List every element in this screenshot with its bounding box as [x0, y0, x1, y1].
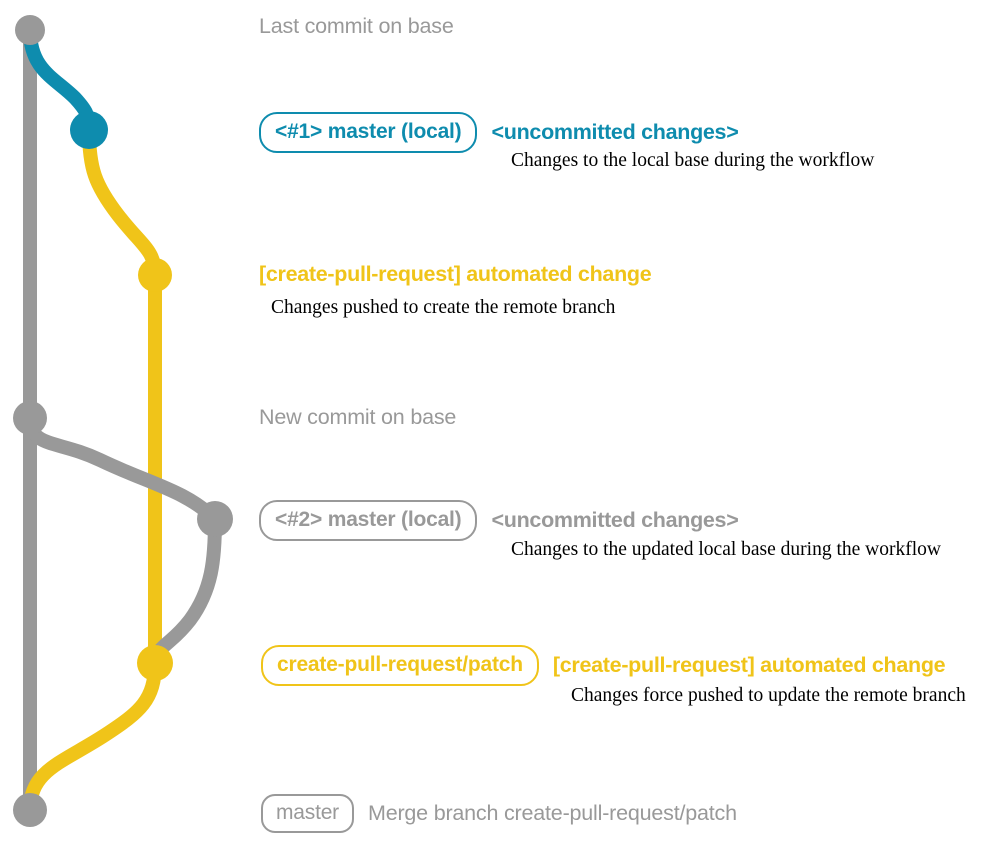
commit-subject: <uncommitted changes>: [491, 508, 739, 532]
branch-badge-local-master-2[interactable]: <#2> master (local): [259, 500, 478, 541]
commit-subject: Merge branch create-pull-request/patch: [367, 801, 737, 825]
commit-row-new-commit-on-base: New commit on base: [259, 405, 457, 429]
commit-row-merge-commit: master Merge branch create-pull-request/…: [261, 794, 737, 833]
commit-row-automated-change-update: create-pull-request/patch [create-pull-r…: [261, 645, 946, 686]
commit-subject: [create-pull-request] automated change: [552, 653, 946, 677]
commit-row-local-master-2: <#2> master (local) <uncommitted changes…: [259, 500, 739, 541]
branch-badge-create-pull-request-patch[interactable]: create-pull-request/patch: [261, 645, 539, 686]
node-local-master-1: [70, 111, 108, 149]
commit-description: Changes force pushed to update the remot…: [571, 685, 966, 706]
merge-into-base-line: [23, 656, 162, 817]
commit-subject: [create-pull-request] automated change: [259, 262, 652, 286]
commit-subject: Last commit on base: [259, 14, 454, 38]
node-automated-change-create: [138, 258, 172, 292]
commit-row-last-commit-on-base: Last commit on base: [259, 14, 454, 38]
branch-badge-master[interactable]: master: [261, 794, 354, 833]
node-new-commit-on-base: [13, 401, 47, 435]
node-merge-commit: [13, 793, 47, 827]
commit-description: Changes pushed to create the remote bran…: [271, 297, 616, 318]
node-local-master-2: [197, 501, 233, 537]
node-automated-change-update: [137, 645, 173, 681]
commit-description: Changes to the local base during the wor…: [511, 150, 875, 171]
commit-row-local-master-1: <#1> master (local) <uncommitted changes…: [259, 112, 739, 153]
remote-branch-line-upper: [82, 123, 162, 282]
commit-description: Changes to the updated local base during…: [511, 539, 941, 560]
branch-badge-local-master-1[interactable]: <#1> master (local): [259, 112, 478, 153]
commit-row-automated-change-create: [create-pull-request] automated change: [259, 262, 652, 286]
updated-local-branch-line: [23, 411, 222, 526]
commit-subject: New commit on base: [259, 405, 457, 429]
node-last-commit-on-base: [15, 15, 45, 45]
commit-subject: <uncommitted changes>: [491, 120, 739, 144]
